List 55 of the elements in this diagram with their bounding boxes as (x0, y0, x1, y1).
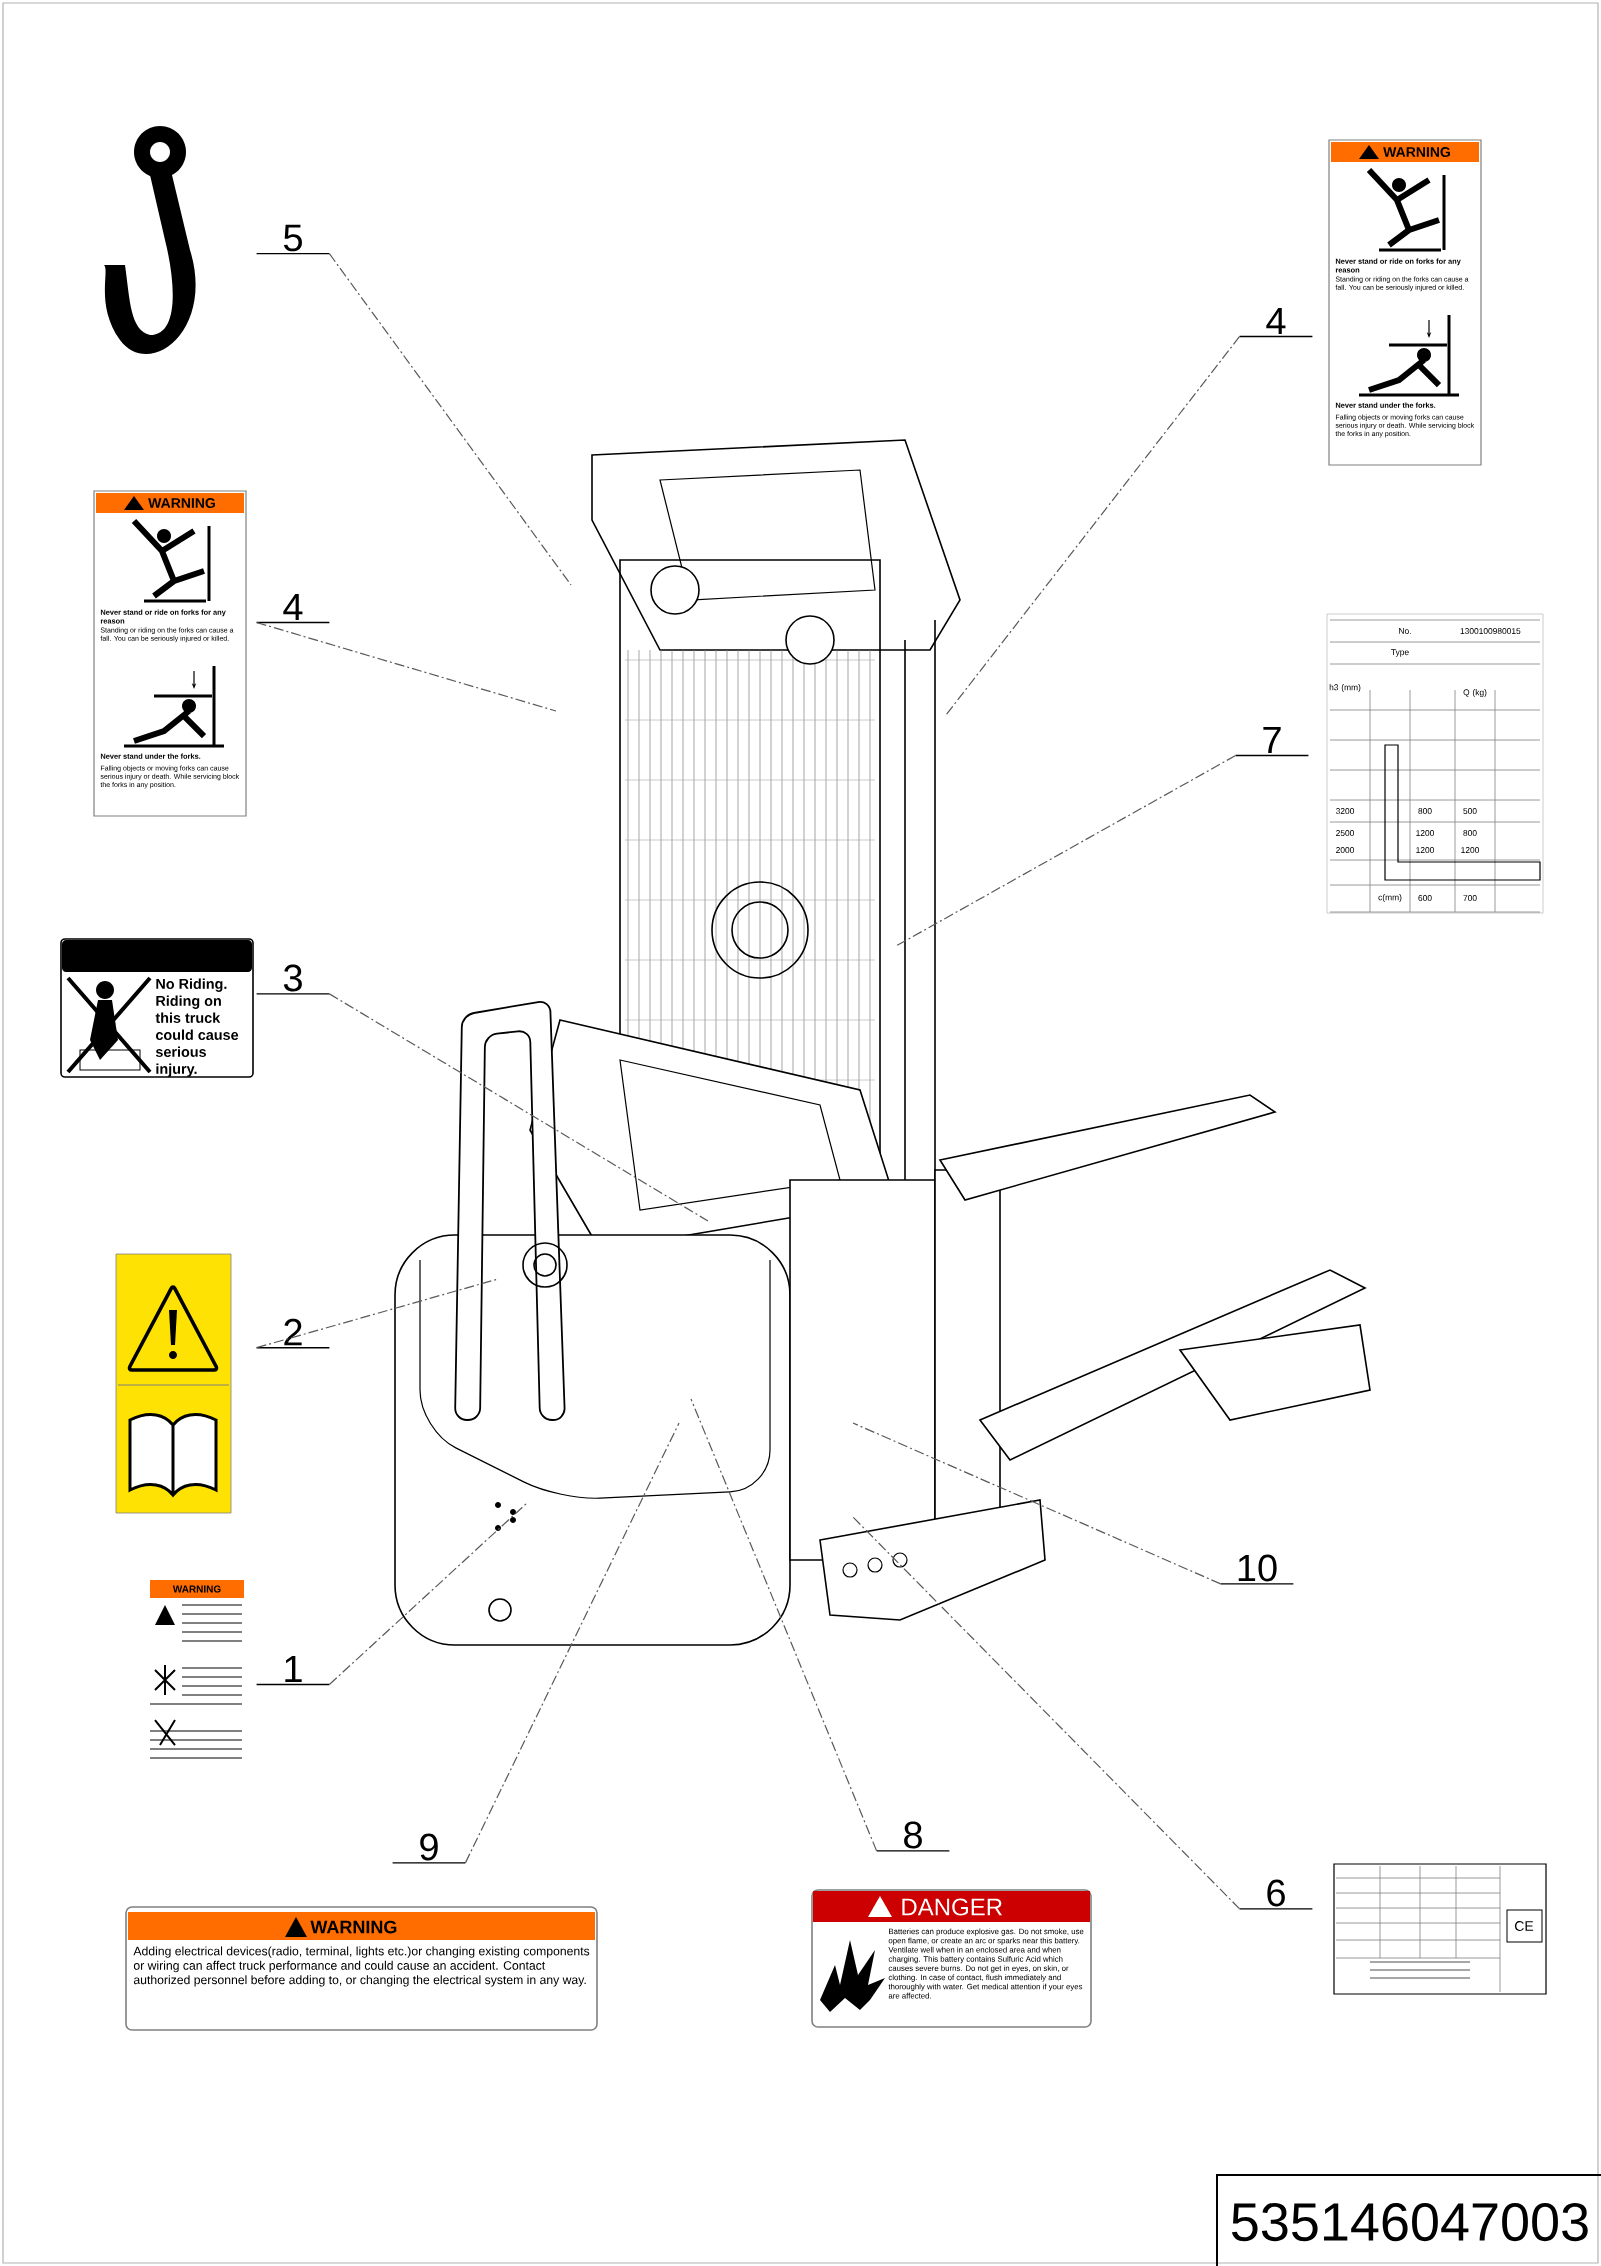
table-cell: 800 (1418, 808, 1432, 814)
callout-number: 3 (255, 964, 331, 995)
table-cell: 1200 (1416, 830, 1435, 836)
callout-number: 4 (255, 593, 331, 624)
leader-line (256, 1278, 499, 1349)
warning-header: WARNING (96, 493, 244, 513)
leader-line (852, 1516, 1241, 1910)
table-cell: 3200 (1335, 808, 1355, 814)
data-plate: CE (1333, 1863, 1547, 1995)
callout-number: 8 (875, 1821, 951, 1852)
leader-line (464, 1422, 680, 1864)
decal-text: No Riding. Riding on this truck could cause serious injury. (155, 978, 239, 1077)
table-cell: Q (kg) (1463, 689, 1487, 697)
leader-line (328, 1502, 528, 1686)
warning-decal (125, 1906, 598, 2031)
table-cell: 1200 (1416, 847, 1435, 853)
table-cell: 600 (1418, 895, 1432, 901)
table-cell: 2000 (1336, 847, 1355, 853)
warning-decal (1328, 139, 1482, 466)
table-cell: 500 (1463, 808, 1477, 814)
callout-number: 10 (1219, 1554, 1295, 1585)
callout-number: 4 (1238, 307, 1314, 338)
leader-line (895, 754, 1237, 947)
callout-number: 6 (1238, 1879, 1314, 1910)
warning-decal (93, 490, 247, 817)
leader-line (328, 253, 572, 586)
decal-text: Adding electrical devices(radio, terminal, lights etc.)or changing existing components or wiring can affect truck performance and could cause an accident. Contact authorized personnel before adding to, or changing the electrical system in any way. (133, 1946, 590, 1987)
warning-header: WARNING (1331, 142, 1479, 162)
table-cell: 700 (1463, 895, 1477, 901)
part-number-label: 535146047003 (1216, 2174, 1601, 2266)
table-cell: 1200 (1461, 847, 1480, 853)
table-cell: 2500 (1336, 830, 1355, 836)
callout-number: 1 (255, 1655, 331, 1686)
capacity-plate (1326, 613, 1544, 914)
warning-decal: WARNING (140, 1578, 246, 1766)
leader-line (328, 993, 709, 1222)
callout-number: 2 (255, 1318, 331, 1349)
table-cell: c(mm) (1378, 894, 1402, 902)
table-cell: 800 (1463, 830, 1477, 836)
no-riding-decal (60, 938, 254, 1078)
table-cell: 1300100980015 (1460, 628, 1521, 634)
warning-header: WARNING (128, 1912, 595, 1940)
leader-line (945, 335, 1241, 716)
leader-line (256, 621, 557, 712)
table-cell: h3 (mm) (1329, 684, 1361, 692)
callout-number: 7 (1234, 726, 1310, 757)
danger-header: DANGER (813, 1891, 1090, 1922)
table-cell: Type (1391, 649, 1409, 657)
callout-number: 5 (255, 224, 331, 255)
leader-line (852, 1422, 1222, 1585)
table-cell: No. (1399, 628, 1411, 634)
danger-decal (811, 1889, 1092, 2028)
leader-line (690, 1398, 878, 1852)
callout-number: 9 (391, 1833, 467, 1864)
read-manual-decal (115, 1253, 232, 1514)
